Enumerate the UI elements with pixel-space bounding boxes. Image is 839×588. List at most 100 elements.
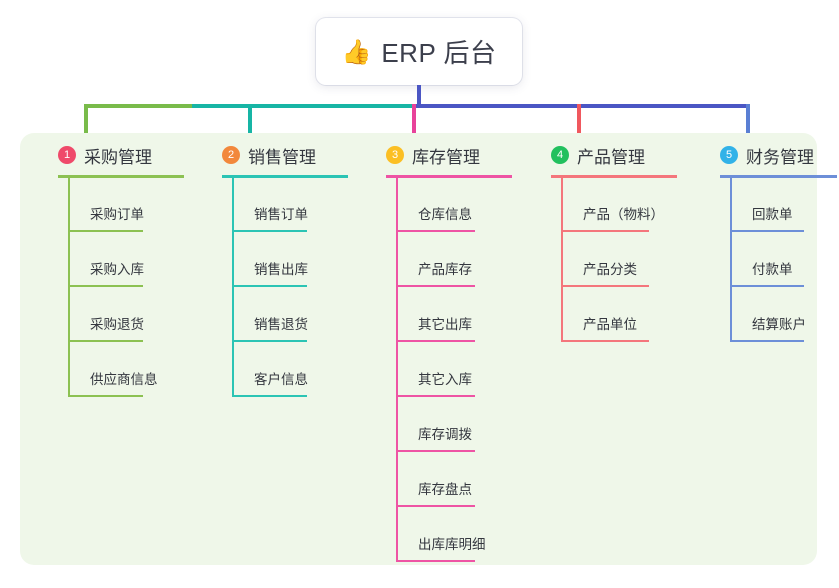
- leaf-label: 采购退货: [90, 317, 144, 332]
- leaf-label: 销售退货: [254, 317, 308, 332]
- leaf-rule: [232, 395, 307, 397]
- leaf-rule: [68, 285, 143, 287]
- leaf-label: 供应商信息: [90, 372, 158, 387]
- branch-title-product: 产品管理: [577, 147, 645, 167]
- leaf-rule: [396, 505, 475, 507]
- connector-drop-inventory: [412, 104, 416, 156]
- branch-header-rule-inventory: [386, 175, 512, 178]
- list-item[interactable]: 出库库明细: [396, 507, 536, 562]
- branch-header-rule-product: [551, 175, 677, 178]
- list-item[interactable]: 销售订单: [232, 177, 372, 232]
- branch-header-inventory[interactable]: 3 库存管理: [366, 133, 480, 177]
- list-item[interactable]: 采购入库: [68, 232, 208, 287]
- leaf-rule: [232, 285, 307, 287]
- list-item[interactable]: 结算账户: [730, 287, 839, 342]
- leaf-label: 销售出库: [254, 262, 308, 277]
- leaf-rule: [561, 285, 649, 287]
- leaf-rule: [396, 230, 475, 232]
- branch-header-sales[interactable]: 2 销售管理: [202, 133, 316, 177]
- leaf-rule: [730, 340, 804, 342]
- list-item[interactable]: 客户信息: [232, 342, 372, 397]
- branch-column-finance: 5 财务管理 回款单 付款单 结算账户: [700, 133, 837, 342]
- branch-badge-1: 1: [58, 146, 76, 164]
- branch-items-inventory: 仓库信息 产品库存 其它出库 其它入库 库存调拨 库存盘点: [396, 177, 536, 562]
- branch-column-inventory: 3 库存管理 仓库信息 产品库存 其它出库 其它入库 库存调拨: [366, 133, 512, 562]
- list-item[interactable]: 库存盘点: [396, 452, 536, 507]
- branch-badge-4: 4: [551, 146, 569, 164]
- connector-drop-sales: [248, 104, 252, 156]
- leaf-rule: [730, 230, 804, 232]
- leaf-label: 付款单: [752, 262, 793, 277]
- connector-drop-purchasing: [84, 104, 88, 156]
- branch-title-sales: 销售管理: [248, 147, 316, 167]
- root-node-title: ERP 后台: [381, 38, 497, 68]
- leaf-label: 客户信息: [254, 372, 308, 387]
- branch-items-purchasing: 采购订单 采购入库 采购退货 供应商信息: [68, 177, 208, 397]
- list-item[interactable]: 供应商信息: [68, 342, 208, 397]
- branch-header-purchasing[interactable]: 1 采购管理: [38, 133, 152, 177]
- leaf-rule: [232, 230, 307, 232]
- branch-title-finance: 财务管理: [746, 147, 814, 167]
- leaf-label: 销售订单: [254, 207, 308, 222]
- branch-spine-inventory: [396, 177, 398, 562]
- mindmap-panel: 1 采购管理 采购订单 采购入库 采购退货 供应商信息: [20, 133, 837, 565]
- leaf-rule: [561, 230, 649, 232]
- leaf-label: 其它入库: [418, 372, 472, 387]
- list-item[interactable]: 产品库存: [396, 232, 536, 287]
- branch-header-rule-sales: [222, 175, 348, 178]
- list-item[interactable]: 采购订单: [68, 177, 208, 232]
- leaf-label: 回款单: [752, 207, 793, 222]
- list-item[interactable]: 回款单: [730, 177, 839, 232]
- branch-header-rule-finance: [720, 175, 837, 178]
- connector-drop-finance: [746, 104, 750, 156]
- list-item[interactable]: 产品（物料）: [561, 177, 701, 232]
- list-item[interactable]: 销售退货: [232, 287, 372, 342]
- leaf-label: 产品分类: [583, 262, 637, 277]
- branch-spine-sales: [232, 177, 234, 397]
- leaf-label: 产品（物料）: [583, 207, 664, 222]
- branch-title-purchasing: 采购管理: [84, 147, 152, 167]
- branch-items-finance: 回款单 付款单 结算账户: [730, 177, 839, 342]
- leaf-label: 产品单位: [583, 317, 637, 332]
- branch-header-finance[interactable]: 5 财务管理: [700, 133, 814, 177]
- branch-column-product: 4 产品管理 产品（物料） 产品分类 产品单位: [531, 133, 677, 342]
- leaf-rule: [730, 285, 804, 287]
- root-node-card[interactable]: 👍 ERP 后台: [316, 18, 522, 85]
- leaf-rule: [68, 230, 143, 232]
- leaf-rule: [68, 340, 143, 342]
- connector-drop-product: [577, 104, 581, 156]
- leaf-rule: [396, 395, 475, 397]
- connector-bus-green: [84, 104, 194, 108]
- branch-badge-2: 2: [222, 146, 240, 164]
- leaf-rule: [396, 560, 475, 562]
- leaf-label: 采购订单: [90, 207, 144, 222]
- list-item[interactable]: 采购退货: [68, 287, 208, 342]
- list-item[interactable]: 仓库信息: [396, 177, 536, 232]
- leaf-rule: [396, 340, 475, 342]
- thumbs-up-icon: 👍: [341, 38, 372, 66]
- branch-badge-5: 5: [720, 146, 738, 164]
- list-item[interactable]: 销售出库: [232, 232, 372, 287]
- connector-trunk-vertical: [417, 85, 421, 106]
- leaf-label: 产品库存: [418, 262, 472, 277]
- leaf-rule: [232, 340, 307, 342]
- leaf-label: 其它出库: [418, 317, 472, 332]
- branch-spine-finance: [730, 177, 732, 342]
- leaf-label: 结算账户: [752, 317, 806, 332]
- branch-column-purchasing: 1 采购管理 采购订单 采购入库 采购退货 供应商信息: [38, 133, 184, 397]
- connector-bus-indigo: [416, 104, 750, 108]
- list-item[interactable]: 付款单: [730, 232, 839, 287]
- leaf-rule: [396, 450, 475, 452]
- branch-items-product: 产品（物料） 产品分类 产品单位: [561, 177, 701, 342]
- list-item[interactable]: 产品分类: [561, 232, 701, 287]
- list-item[interactable]: 其它出库: [396, 287, 536, 342]
- leaf-label: 库存调拨: [418, 427, 472, 442]
- leaf-label: 库存盘点: [418, 482, 472, 497]
- list-item[interactable]: 产品单位: [561, 287, 701, 342]
- branch-header-product[interactable]: 4 产品管理: [531, 133, 645, 177]
- leaf-rule: [68, 395, 143, 397]
- list-item[interactable]: 其它入库: [396, 342, 536, 397]
- connector-bus-teal: [192, 104, 418, 108]
- branch-badge-3: 3: [386, 146, 404, 164]
- list-item[interactable]: 库存调拨: [396, 397, 536, 452]
